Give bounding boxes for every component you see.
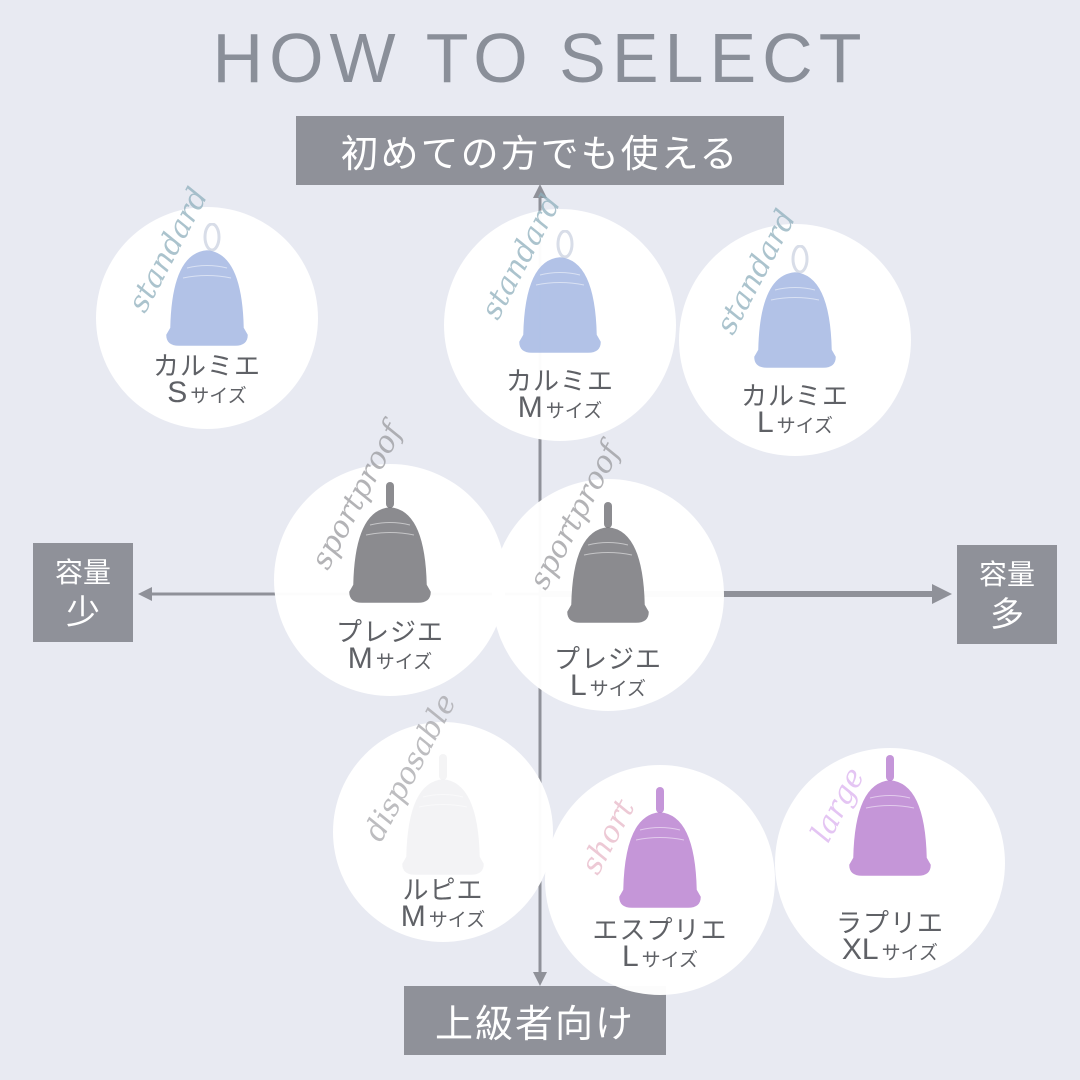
menstrual-cup-icon — [402, 754, 484, 875]
size-suffix: サイズ — [776, 415, 834, 437]
axis-label-right: 容量 多 — [957, 545, 1057, 644]
arrow-up-icon — [533, 184, 547, 198]
size-letter: M — [400, 900, 426, 933]
size-letter: L — [621, 940, 639, 973]
page-title: HOW TO SELECT — [212, 19, 868, 97]
size-suffix: サイズ — [881, 942, 939, 964]
size-suffix: サイズ — [428, 909, 486, 931]
size-suffix: サイズ — [641, 949, 699, 971]
axis-label-top: 初めての方でも使える — [296, 116, 784, 185]
menstrual-cup-icon — [166, 223, 248, 346]
product-name: カルミエ — [740, 382, 849, 412]
product-name: ルピエ — [402, 876, 484, 906]
product-name: カルミエ — [505, 367, 614, 397]
product-name: カルミエ — [152, 352, 261, 382]
arrow-down-icon — [533, 972, 547, 986]
product-name: プレジエ — [553, 645, 662, 675]
size-letter: M — [517, 391, 543, 424]
axis-label-left: 容量 少 — [33, 543, 133, 642]
product-name: ラプリエ — [835, 909, 944, 939]
size-letter: M — [347, 642, 373, 675]
menstrual-cup-icon — [519, 230, 601, 353]
axis-label-left-line2: 少 — [66, 592, 100, 633]
menstrual-cup-icon — [349, 482, 431, 603]
menstrual-cup-icon — [754, 245, 836, 368]
arrow-left-icon — [138, 587, 152, 601]
size-suffix: サイズ — [545, 400, 603, 422]
size-suffix: サイズ — [375, 651, 433, 673]
menstrual-cup-icon — [567, 502, 649, 623]
size-letter: L — [569, 669, 587, 702]
size-letter: L — [756, 406, 774, 439]
product-name: エスプリエ — [592, 916, 728, 946]
axis-label-bottom: 上級者向け — [404, 986, 666, 1055]
menstrual-cup-icon — [619, 787, 701, 908]
size-suffix: サイズ — [589, 678, 647, 700]
axis-label-right-line1: 容量 — [978, 557, 1035, 591]
size-suffix: サイズ — [190, 385, 247, 407]
menstrual-cup-icon — [849, 755, 931, 876]
axis-label-left-line1: 容量 — [54, 555, 111, 589]
arrow-right-icon — [932, 584, 952, 604]
axis-label-right-line2: 多 — [990, 594, 1024, 635]
product-name: プレジエ — [335, 618, 444, 648]
size-letter: XL — [841, 933, 879, 966]
size-letter: S — [167, 376, 188, 409]
